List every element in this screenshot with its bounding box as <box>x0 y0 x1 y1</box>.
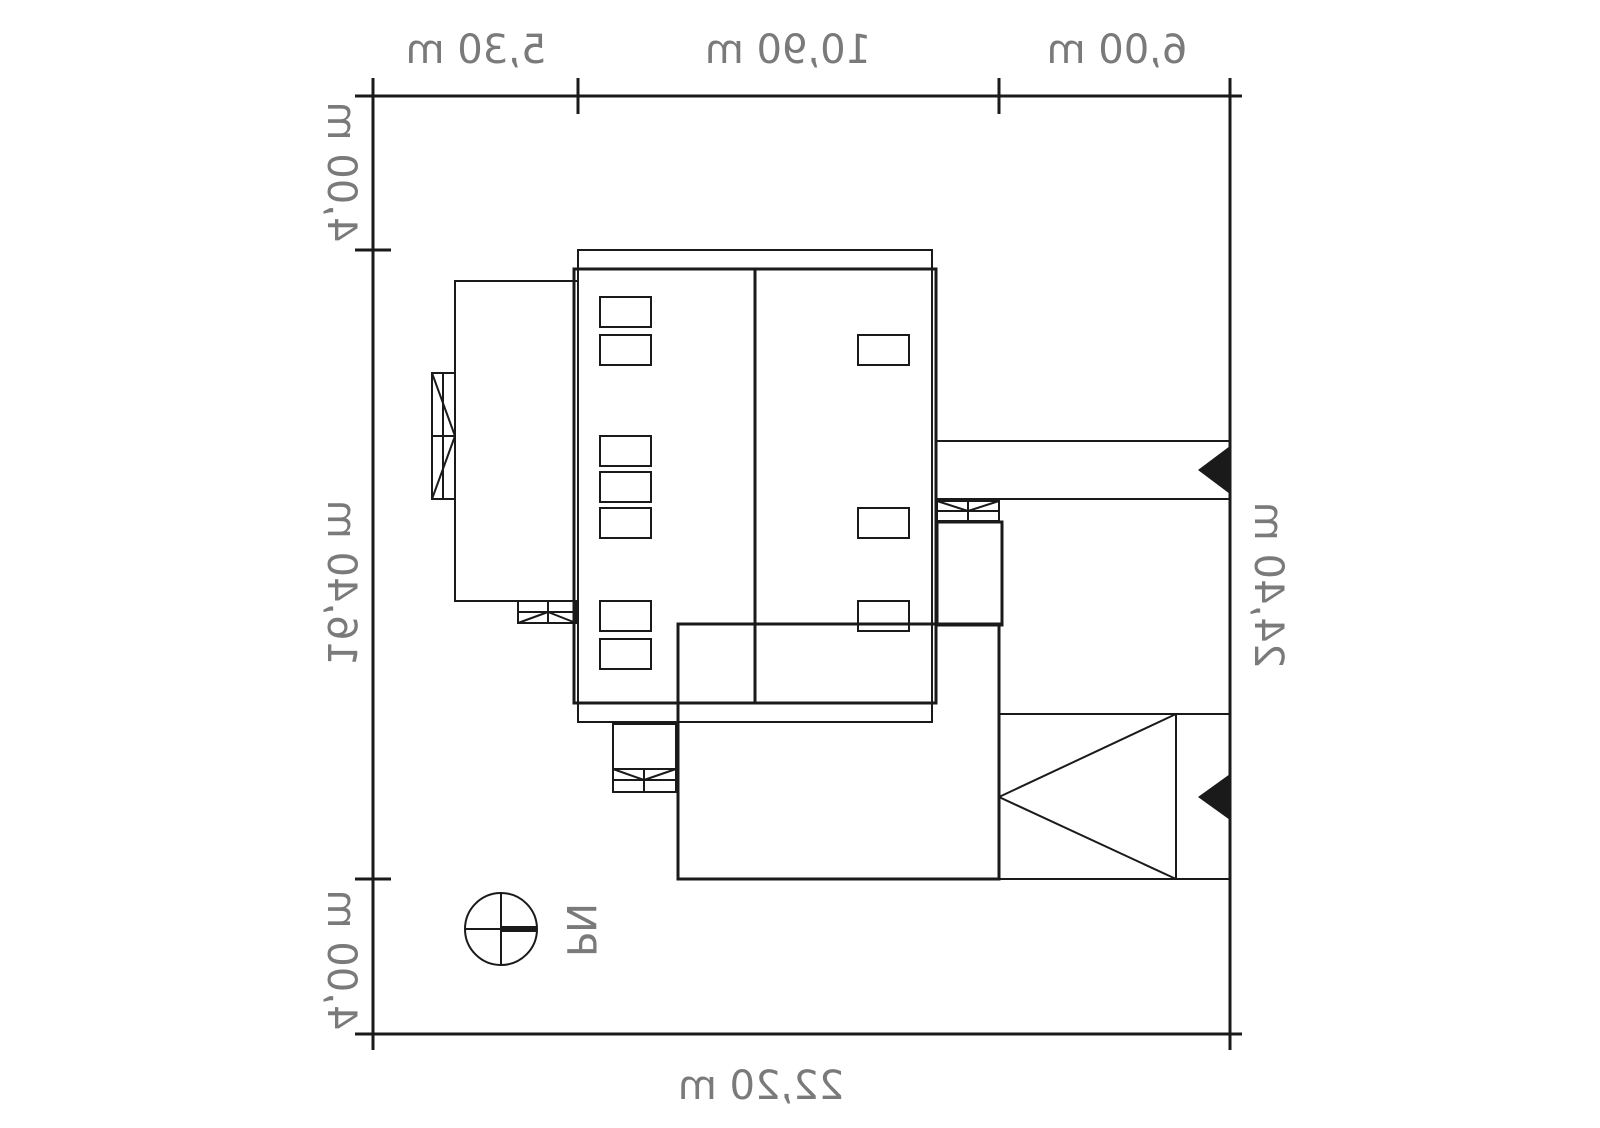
compass-label: PN <box>557 903 603 957</box>
garage-roof <box>676 520 1004 881</box>
dimension-lines <box>355 78 1242 1050</box>
solar-panel <box>599 507 652 539</box>
dim-bottom: 22,20 m <box>678 1063 844 1109</box>
roof-window <box>599 296 652 328</box>
dim-left-bottom: 4,00 m <box>318 890 364 1031</box>
compass-icon <box>464 892 538 966</box>
solar-panel <box>599 471 652 503</box>
dim-top-middle: 10,90 m <box>705 27 871 73</box>
solar-panel <box>599 435 652 467</box>
roof-window <box>599 638 652 670</box>
dim-top-left: 5,30 m <box>406 27 547 73</box>
roof-window <box>599 334 652 366</box>
dim-right: 24,40 m <box>1245 502 1291 668</box>
entrance-marker-lower <box>1198 774 1230 820</box>
dim-top-right: 6,00 m <box>1047 27 1188 73</box>
roof-window <box>857 600 910 632</box>
paths <box>937 440 1230 880</box>
dim-left-middle: 16,40 m <box>318 500 364 666</box>
house-roof <box>572 249 938 723</box>
dimension-labels: 5,30 m 10,90 m 6,00 m 4,00 m 16,40 m 4,0… <box>318 27 1291 1109</box>
roof-windows <box>599 296 910 670</box>
roof-window <box>857 507 910 539</box>
dim-left-top: 4,00 m <box>318 102 364 243</box>
steps <box>517 500 1000 793</box>
terrace <box>431 280 579 602</box>
entrance-marker-upper <box>1198 446 1230 494</box>
roof-window <box>599 600 652 632</box>
roof-window <box>857 334 910 366</box>
